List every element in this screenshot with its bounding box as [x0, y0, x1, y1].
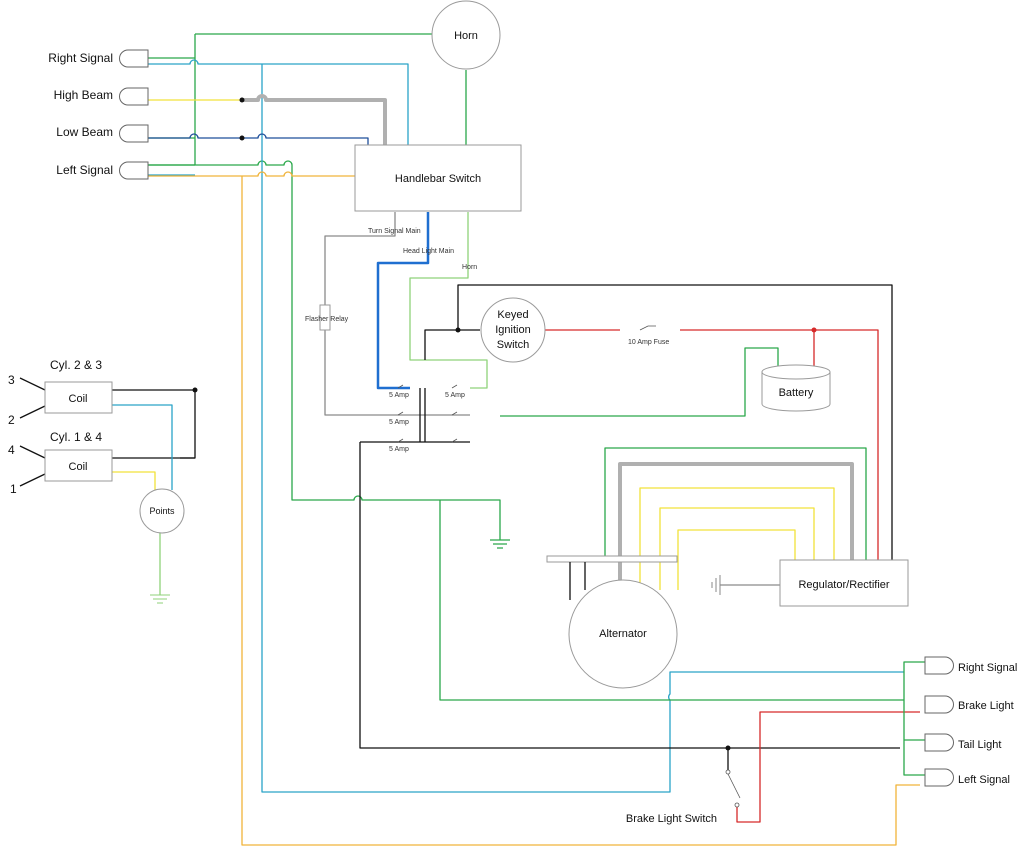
- keyed-ignition-switch: [480, 297, 546, 363]
- regulator-label: Regulator/Rectifier: [798, 579, 889, 591]
- rear-lamp-icons: [924, 656, 954, 787]
- regulator-rectifier: [779, 559, 909, 607]
- stator-yellow-wires: [639, 487, 835, 590]
- plug-3-label: 3: [8, 373, 15, 387]
- head-light-main-wire: [376, 212, 430, 390]
- cyl-top-label: Cyl. 2 & 3: [50, 358, 102, 372]
- turn-signal-main-wire: [324, 212, 470, 416]
- regulator-ground-icon: [711, 575, 721, 595]
- front-green-wires: [148, 33, 501, 540]
- stator-gray-wire: [618, 462, 854, 580]
- fuse-5-amp-c-label: 5 Amp: [389, 419, 409, 426]
- fuse-5-amp-d-label: 5 Amp: [389, 446, 409, 453]
- blue-low-beam-wire: [148, 133, 369, 145]
- horn-wire-label: Horn: [462, 264, 477, 271]
- turn-signal-main-label: Turn Signal Main: [368, 228, 421, 235]
- high-beam-main-wire: [242, 94, 387, 145]
- ignition-label-line3: Switch: [497, 339, 529, 351]
- points-label: Points: [149, 506, 175, 516]
- alternator-component: [568, 579, 678, 689]
- front-lamp-icons: [119, 49, 149, 180]
- coil-bottom: [44, 449, 113, 482]
- brake-switch-label: Brake Light Switch: [626, 813, 717, 825]
- brake-switch-icon: [725, 769, 741, 808]
- red-wires: [540, 329, 879, 560]
- fuse-10-amp-label: 10 Amp Fuse: [628, 339, 669, 346]
- cyan-wires: [148, 59, 904, 793]
- ignition-label-line1: Keyed: [497, 309, 528, 321]
- ground-icons: [490, 539, 510, 549]
- fuse-5-amp-a-label: 5 Amp: [389, 392, 409, 399]
- plug-4-label: 4: [8, 443, 15, 457]
- junction-dots: [192, 97, 817, 751]
- flasher-relay: [319, 304, 331, 331]
- black-wires: [112, 284, 900, 770]
- alternator-mount: [546, 555, 678, 563]
- flasher-relay-label: Flasher Relay: [305, 316, 349, 323]
- battery-label: Battery: [779, 387, 814, 399]
- green-battery-wires: [500, 347, 867, 560]
- head-light-main-label: Head Light Main: [403, 248, 454, 255]
- points-component: [139, 488, 185, 534]
- coil-yellow-wire: [112, 471, 156, 490]
- front-high-beam-label: High Beam: [54, 88, 113, 102]
- fuse-5-amp-b-label: 5 Amp: [445, 392, 465, 399]
- plug-leads: [19, 377, 46, 487]
- green-rear-wire: [439, 500, 925, 776]
- rear-tail-light-label: Tail Light: [958, 739, 1001, 751]
- fuse-symbols: [397, 325, 656, 443]
- plug-1-label: 1: [10, 482, 17, 496]
- red-brake-wire: [736, 711, 920, 823]
- rear-left-signal-label: Left Signal: [958, 774, 1010, 786]
- horn-component: [431, 0, 501, 70]
- front-right-signal-label: Right Signal: [48, 51, 113, 65]
- points-ground-icon: [150, 594, 170, 604]
- ignition-label-line2: Ignition: [495, 324, 530, 336]
- orange-left-signal-wire: [148, 171, 920, 846]
- alternator-label: Alternator: [599, 628, 647, 640]
- horn-wire: [409, 212, 488, 389]
- handlebar-switch: [354, 144, 522, 212]
- front-left-signal-label: Left Signal: [56, 163, 113, 177]
- rear-right-signal-label: Right Signal: [958, 662, 1017, 674]
- coil-top: [44, 381, 113, 414]
- horn-label: Horn: [454, 30, 478, 42]
- coil-top-label: Coil: [69, 393, 88, 405]
- alternator-bracket: [569, 562, 586, 600]
- rear-brake-light-label: Brake Light: [958, 700, 1014, 712]
- coil-bottom-label: Coil: [69, 461, 88, 473]
- front-low-beam-label: Low Beam: [56, 125, 113, 139]
- plug-2-label: 2: [8, 413, 15, 427]
- battery-component: [761, 364, 831, 412]
- handlebar-switch-label: Handlebar Switch: [395, 173, 481, 185]
- coil-cyan-wire: [112, 404, 173, 490]
- cyl-bottom-label: Cyl. 1 & 4: [50, 430, 102, 444]
